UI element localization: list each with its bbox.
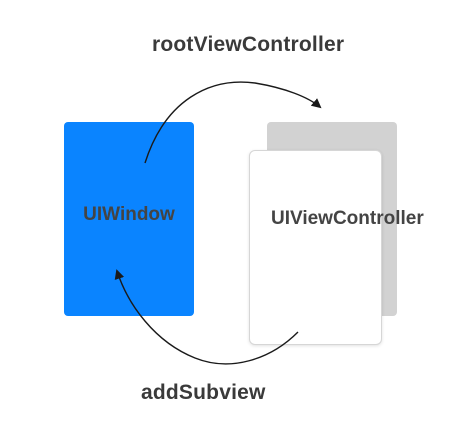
add-subview-arrow [114, 269, 299, 365]
root-view-controller-label: rootViewController [152, 33, 345, 56]
root-view-controller-arrow [144, 81, 322, 164]
uiwindow-label: UIWindow [83, 204, 175, 225]
view-controller-front-card [249, 150, 382, 345]
uiviewcontroller-label: UIViewController [271, 208, 424, 229]
add-subview-label: addSubview [141, 381, 266, 404]
uiwindow-box: UIWindow [64, 122, 194, 316]
